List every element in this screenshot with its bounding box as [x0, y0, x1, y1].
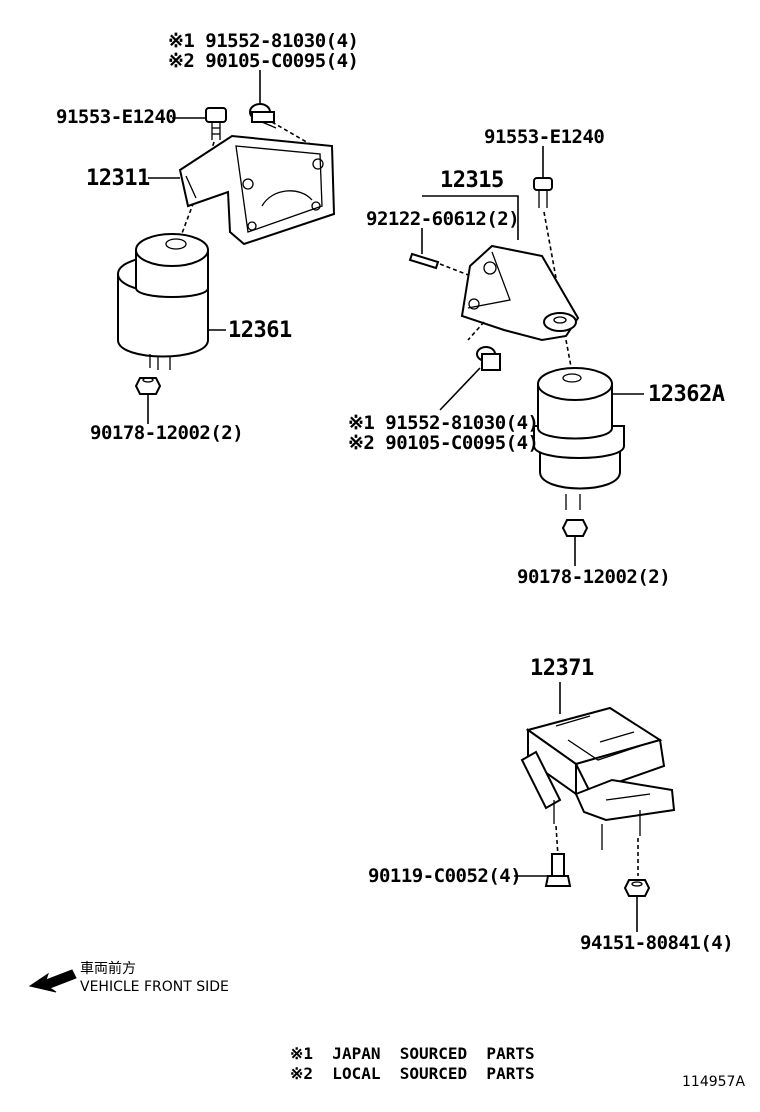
label-nut-94151: 94151-80841(4)	[580, 932, 734, 954]
label-bolt-91552-right-local: ※2 90105-C0095(4)	[348, 432, 539, 454]
nut-90178-right	[561, 519, 589, 537]
leader-lines-bottom	[514, 682, 638, 932]
nut-94151	[623, 879, 651, 897]
label-part-12362a: 12362A	[648, 382, 725, 407]
label-bolt-91552-left-local: ※2 90105-C0095(4)	[168, 50, 359, 72]
bracket-12311	[178, 134, 336, 246]
bolt-90119	[544, 853, 572, 887]
bolt-91553-right	[533, 177, 553, 208]
label-bolt-91553-left: 91553-E1240	[56, 106, 177, 128]
footnote-japan-sourced: ※1 JAPAN SOURCED PARTS	[290, 1044, 535, 1063]
bolt-91553-left	[205, 107, 227, 140]
label-nut-90178-left: 90178-12002(2)	[90, 422, 244, 444]
engine-mount-12361	[117, 233, 209, 370]
nut-90178-left	[134, 377, 162, 395]
label-nut-90178-right: 90178-12002(2)	[517, 566, 671, 588]
label-part-12315: 12315	[440, 168, 504, 193]
label-bolt-91552-left-jp: ※1 91552-81030(4)	[168, 30, 359, 52]
bracket-12315	[460, 244, 580, 342]
drawing-reference-number: 114957A	[682, 1074, 746, 1090]
label-bolt-90119: 90119-C0052(4)	[368, 865, 522, 887]
leader-lines-right	[421, 146, 644, 566]
label-part-12311: 12311	[86, 166, 150, 191]
label-part-12361: 12361	[228, 318, 292, 343]
bolt-91552-left	[249, 103, 277, 129]
direction-label-jp: 車両前方	[80, 961, 136, 977]
vehicle-front-arrow-icon	[28, 969, 77, 993]
label-part-12371: 12371	[530, 656, 594, 681]
engine-mount-12362a	[533, 367, 625, 510]
label-bolt-91553-right: 91553-E1240	[484, 126, 605, 148]
footnote-local-sourced: ※2 LOCAL SOURCED PARTS	[290, 1064, 535, 1083]
stud-pin-92122	[408, 252, 440, 270]
transmission-mount-12371	[520, 706, 676, 850]
bolt-91552-right	[476, 346, 501, 371]
label-stud-pin-92122: 92122-60612(2)	[366, 208, 520, 230]
label-bolt-91552-right-jp: ※1 91552-81030(4)	[348, 412, 539, 434]
direction-label-en: VEHICLE FRONT SIDE	[80, 979, 229, 995]
